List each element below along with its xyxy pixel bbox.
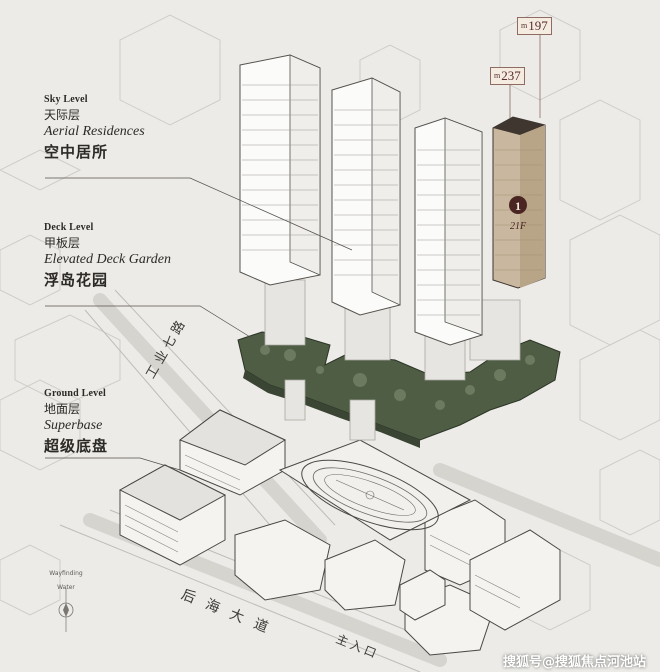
sports-field <box>278 439 472 541</box>
ground-level-en: Superbase <box>44 418 103 433</box>
compass <box>58 588 74 632</box>
tower-1-highlight <box>492 116 546 289</box>
sky-level-en: Aerial Residences <box>44 124 145 139</box>
ground-level-label: Ground Level 地面层 Superbase 超级底盘 <box>44 388 108 456</box>
sky-level-cn: 天际层 <box>44 108 81 122</box>
tower-badge-floors: 21F <box>510 221 527 232</box>
watermark: 搜狐号@搜狐焦点河池站 <box>502 655 646 670</box>
tower-a <box>239 54 321 286</box>
height-tag-237-number: 237 <box>501 68 521 83</box>
tower-b <box>331 77 401 316</box>
deck-level-cn: 甲板层 <box>44 236 81 250</box>
label-leader-lines <box>45 177 353 471</box>
tower-badge-number: 1 <box>515 199 521 213</box>
deck-level-title: Deck Level <box>44 222 94 233</box>
deck-level-en: Elevated Deck Garden <box>44 252 171 267</box>
tower-c <box>414 117 483 346</box>
sky-level-cn-big: 空中居所 <box>44 145 109 161</box>
height-tag-237: m237 <box>490 67 525 85</box>
height-tag-leaders <box>509 35 541 118</box>
height-tag-197-number: 197 <box>528 18 548 33</box>
height-tag-197: m197 <box>517 17 552 35</box>
superbase-facade-lines <box>124 454 521 609</box>
height-tag-237-unit: m <box>494 71 501 80</box>
compass-bottom-label: Water <box>57 584 75 591</box>
ground-level-title: Ground Level <box>44 388 106 399</box>
sky-level-title: Sky Level <box>44 94 88 105</box>
height-tag-197-unit: m <box>521 21 528 30</box>
tower-badge-circle <box>509 196 527 214</box>
deck-level-label: Deck Level 甲板层 Elevated Deck Garden 浮岛花园 <box>44 222 171 290</box>
sky-level-label: Sky Level 天际层 Aerial Residences 空中居所 <box>44 94 145 162</box>
compass-top-label: Wayfinding <box>49 570 83 577</box>
superbase-buildings <box>118 409 561 656</box>
deck-garden <box>237 331 561 448</box>
ground-level-cn-big: 超级底盘 <box>44 439 109 455</box>
deck-level-cn-big: 浮岛花园 <box>44 273 109 289</box>
ground-level-cn: 地面层 <box>44 402 81 416</box>
